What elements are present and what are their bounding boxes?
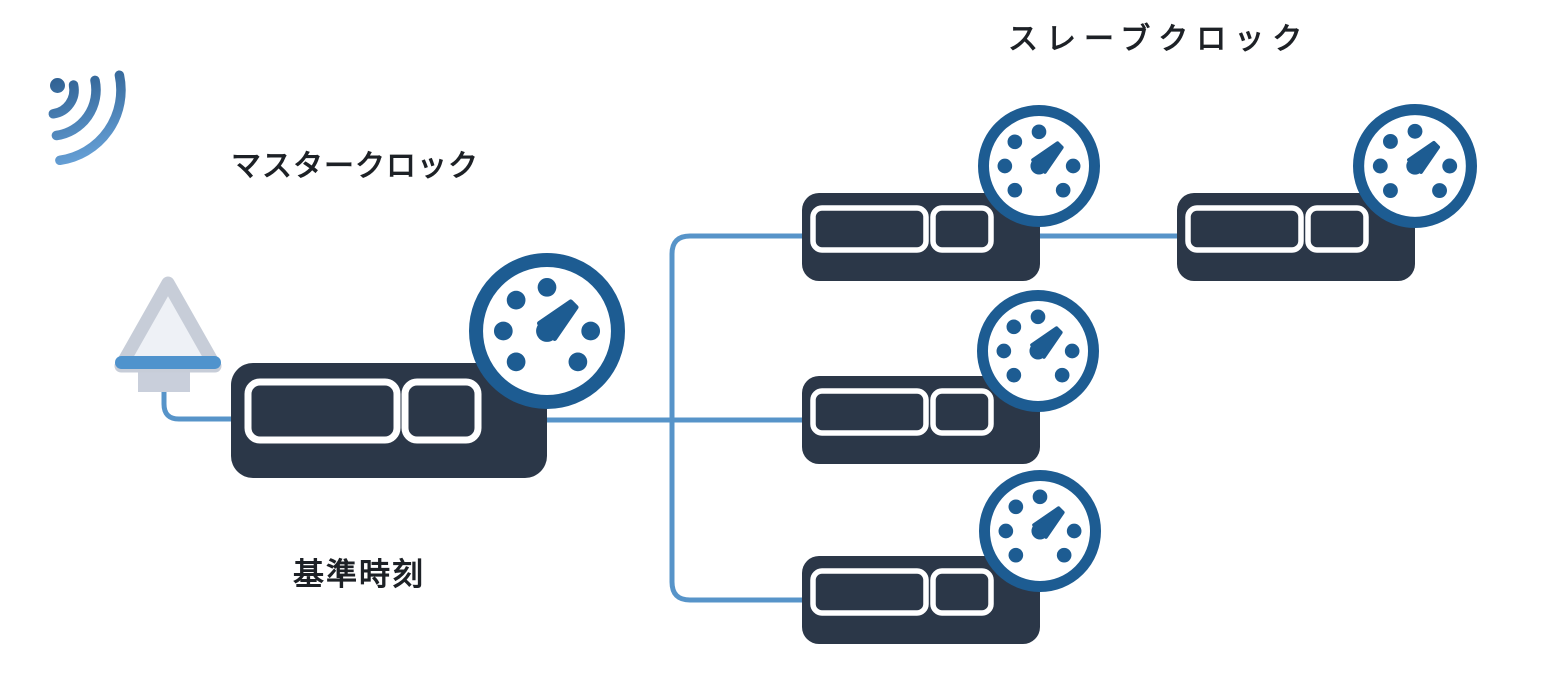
- gauge-icon-slave-2: [982, 295, 1093, 406]
- master-clock-device: [231, 363, 547, 478]
- gauge-icon-slave-1: [983, 110, 1094, 221]
- master-clock-label: マスタークロック: [231, 150, 479, 183]
- gauge-icon-slave-4: [1359, 110, 1472, 223]
- antenna-cone: [114, 276, 222, 373]
- antenna-band: [115, 356, 221, 369]
- radio-waves-icon: [48, 70, 126, 166]
- antenna-base: [138, 371, 190, 392]
- slave-clock-label: スレーブクロック: [1008, 23, 1311, 56]
- antenna-to-master-cable: [161, 391, 233, 422]
- reference-time-label: 基準時刻: [293, 557, 425, 592]
- gauge-icon-master: [476, 260, 618, 402]
- gauge-icon-slave-3: [984, 475, 1095, 586]
- connection-lines: [161, 233, 1183, 603]
- branch-trunk-line: [669, 233, 812, 603]
- gps-antenna-icon: [114, 276, 222, 392]
